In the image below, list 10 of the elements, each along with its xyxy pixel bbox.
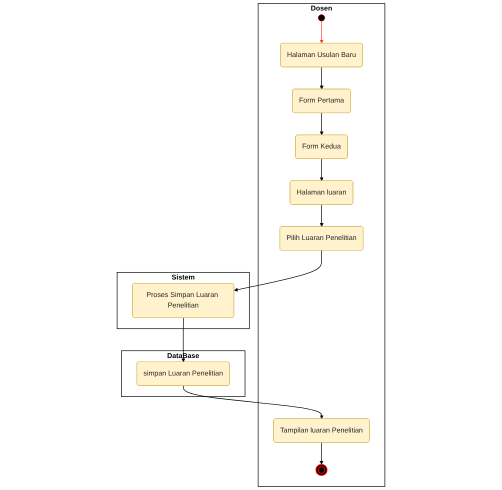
- arrow: [320, 204, 324, 227]
- arrow: [183, 385, 324, 419]
- arrow: [320, 158, 324, 182]
- node-circle: [318, 14, 326, 22]
- arrow: [320, 66, 324, 90]
- arrow: [320, 20, 324, 44]
- arrow: [320, 442, 324, 465]
- arrow: [181, 318, 186, 362]
- arrow: [320, 112, 324, 136]
- arrow: [234, 250, 322, 292]
